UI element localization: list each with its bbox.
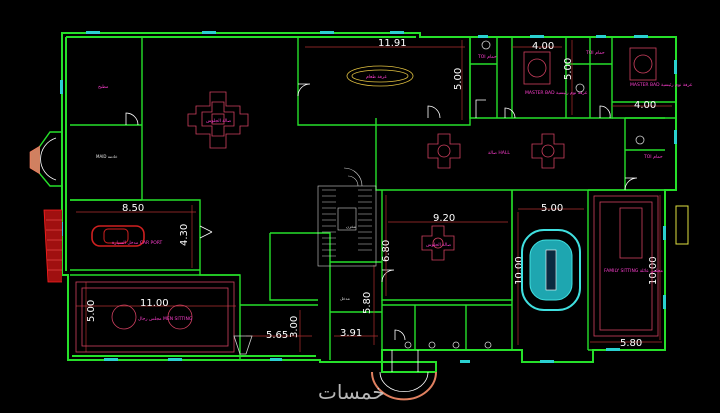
dimension-texts: 11.91 5.00 4.00 5.00 4.00 8.50 4.30 9.20… (86, 38, 659, 349)
dim-pool-height: 10.00 (514, 256, 525, 285)
interior-walls (70, 37, 676, 360)
staircase (317, 167, 377, 267)
dim-master-bed-side: 5.00 (563, 58, 574, 80)
dim-car-port-width: 8.50 (122, 203, 144, 214)
room-labels: غرفة طعام صالة الجلوس صالة HALL MASTER B… (96, 50, 693, 322)
dim-men-sitting-width: 11.00 (140, 298, 169, 309)
dim-living-height: 6.80 (381, 240, 392, 262)
dim-pool-width: 5.00 (541, 203, 563, 214)
dim-toilet-height: 3.00 (289, 316, 300, 338)
bottom-entrance (371, 350, 437, 401)
family-sofa-icon (593, 195, 659, 337)
wc-fixtures-icon (233, 40, 645, 355)
dim-reception-width: 11.91 (378, 38, 407, 49)
dim-kitchen-width: 3.91 (340, 328, 362, 339)
dim-reception-height: 5.00 (453, 68, 464, 90)
bed-2-icon (629, 47, 657, 81)
label-store: مخزن (346, 224, 356, 229)
car-icon (91, 225, 145, 247)
label-master-bed-1: MASTER BAD غرفة نوم رئيسية (525, 90, 588, 96)
bed-1-icon (523, 51, 551, 85)
label-hall: صالة HALL (488, 150, 510, 156)
label-maid: MAID خادمة (96, 154, 118, 159)
dim-family-height: 10.00 (648, 256, 659, 285)
label-reception: غرفة طعام (366, 75, 387, 80)
label-majlis-top: صالة الجلوس (206, 119, 231, 124)
right-balcony (675, 205, 689, 245)
label-toilet-1: TOI حمام (477, 54, 497, 60)
dim-living-width: 9.20 (433, 213, 455, 224)
watermark-text: خمسات (318, 380, 385, 404)
label-family: FAMILY SITTING مجلس عائلة (604, 268, 664, 274)
dim-car-port-height: 4.30 (179, 224, 190, 246)
dim-toilet-width: 5.65 (266, 330, 288, 341)
living-carpet-icon (421, 225, 455, 261)
label-living: صالة الجلوس (426, 243, 451, 248)
left-entrance (29, 131, 62, 283)
doors (125, 83, 638, 341)
label-kitchen: مطبخ (98, 85, 109, 90)
label-entrance: مدخل (340, 296, 350, 301)
outer-walls (61, 32, 677, 373)
dim-master-bed-2-width: 4.00 (634, 100, 656, 111)
label-toilet-2: TOI حمام (585, 50, 605, 56)
dimension-lines (76, 40, 672, 352)
label-master-bed-2: MASTER BAD غرفة نوم رئيسية (630, 82, 693, 88)
men-sitting-sofa-icon (75, 281, 235, 353)
label-men-sitting: مجلس رجال MEN SITTING (138, 316, 193, 322)
label-car-port: مدخل السيارة CAR PORT (112, 240, 163, 246)
swimming-pool (521, 229, 581, 311)
hall-carpet-left-icon (427, 133, 461, 169)
label-toilet-3: TOI حمام (643, 154, 663, 160)
dining-table-icon (346, 65, 414, 87)
dim-men-sitting-height: 5.00 (86, 300, 97, 322)
hall-carpet-right-icon (531, 133, 565, 169)
dim-master-bed-1-width: 4.00 (532, 41, 554, 52)
dim-kitchen-height: 5.80 (362, 292, 373, 314)
dim-family-width: 5.80 (620, 338, 642, 349)
furniture (75, 40, 659, 355)
carpet-star-icon (187, 91, 249, 149)
